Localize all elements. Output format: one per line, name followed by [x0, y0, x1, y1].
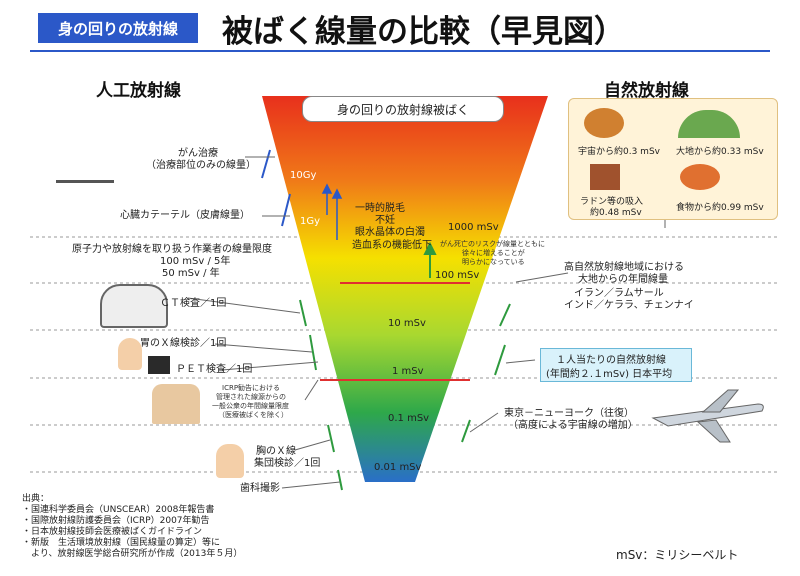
effect-cancer-risk-1: がん死亡のリスクが線量とともに: [440, 240, 545, 248]
food-icon: [680, 164, 720, 190]
effect-cancer-risk-3: 明らかになっている: [462, 258, 525, 266]
airplane-icon: [651, 389, 764, 443]
level-label: 100 mSv: [435, 270, 480, 281]
effect-arrows: [321, 183, 343, 240]
label-natural-average-1: １人当たりの自然放射線: [556, 355, 666, 366]
sources-label: 出典：: [22, 494, 50, 504]
blue-markers: [261, 149, 291, 227]
patient-icon: [118, 338, 142, 370]
source-item: ・国際放射線防護委員会（ICRP）2007年勧告: [22, 516, 210, 526]
label-cosmic-dose: 宇宙から約0.3 mSv: [578, 147, 660, 157]
label-chest-group-exam: 集団検診／1回: [254, 458, 321, 469]
label-icrp-1: ICRP勧告における: [222, 384, 281, 392]
label-food-dose: 食物から約0.99 mSv: [676, 203, 764, 213]
green-markers: [299, 299, 511, 491]
level-label: 1000 mSv: [448, 222, 499, 233]
label-natural-average-2: (年間約２.１mSv) 日本平均: [546, 369, 673, 380]
source-item: より、放射線医学総合研究所が作成（2013年５月）: [22, 549, 243, 559]
label-flight-cosmic-increase: （高度による宇宙線の増加）: [508, 420, 638, 431]
label-high-background-2: 大地からの年間線量: [578, 274, 668, 285]
level-label: 0.01 mSv: [374, 462, 422, 473]
pet-image-icon: [148, 356, 170, 374]
label-icrp-3: 一般公衆の年間線量限度: [212, 402, 289, 410]
house-icon: [590, 164, 620, 190]
level-label: 10 mSv: [388, 318, 426, 329]
funnel-shape: [262, 96, 548, 482]
label-high-background-1: 高自然放射線地域における: [564, 262, 684, 273]
planet-icon: [584, 108, 624, 138]
label-dental-xray: 歯科撮影: [240, 483, 280, 494]
effect-hematopoietic: 造血系の機能低下: [352, 240, 432, 251]
label-ct-scan: ＣＴ検査／1回: [160, 298, 227, 309]
label-icrp-2: 管理された線源からの: [216, 393, 286, 401]
label-cancer-therapy: がん治療: [178, 148, 218, 159]
label-worker-5y: 100 mSv / 5年: [160, 256, 231, 267]
natural-section-title: 自然放射線: [604, 81, 689, 101]
level-label: 1 mSv: [392, 366, 424, 377]
effect-infertility: 不妊: [375, 215, 395, 226]
page-title: 被ばく線量の比較（早見図）: [222, 14, 625, 50]
label-radon: ラドン等の吸入: [580, 197, 644, 207]
header-divider: [30, 50, 770, 52]
level-label: 1Gy: [300, 216, 321, 227]
label-india-kerala: インド／ケララ、チェンナイ: [564, 300, 694, 311]
leader-lines: [187, 156, 666, 489]
japan-average-box: [540, 348, 692, 382]
ct-scanner-icon: [100, 284, 168, 328]
level-label: 10Gy: [290, 170, 317, 181]
label-worker-limit: 原子力や放射線を取り扱う作業者の線量限度: [72, 244, 272, 255]
label-iran-ramsar: イラン／ラムサール: [574, 288, 664, 299]
artificial-section-title: 人工放射線: [96, 81, 181, 101]
source-item: ・日本放射線技師会医療被ばくガイドライン: [22, 527, 203, 537]
label-cancer-therapy-note: （治療部位のみの線量）: [146, 160, 256, 171]
source-item: ・国連科学委員会（UNSCEAR）2008年報告書: [22, 505, 215, 515]
label-radon-dose: 約0.48 mSv: [590, 208, 642, 218]
label-worker-1y: 50 mSv / 年: [162, 268, 220, 279]
label-ground-dose: 大地から約0.33 mSv: [676, 147, 764, 157]
effect-cataract: 眼水晶体の白濁: [355, 227, 425, 238]
label-icrp-4: （医療被ばくを除く）: [218, 411, 288, 419]
label-stomach-xray: 胃のＸ線検診／1回: [140, 338, 227, 349]
effect-cancer-risk-2: 徐々に増えることが: [462, 249, 525, 257]
label-chest-xray: 胸のＸ線: [256, 446, 296, 457]
source-item: ・新版 生活環境放射線（国民線量の算定）等に: [22, 538, 221, 548]
label-pet-scan: ＰＥＴ検査／1回: [176, 364, 253, 375]
effect-hair-loss: 一時的脱毛: [355, 203, 405, 214]
unit-legend: mSv：ミリシーベルト: [616, 548, 739, 562]
funnel-title: 身の回りの放射線被ばく: [302, 96, 504, 122]
label-flight-tokyo-ny: 東京－ニューヨーク（往復）: [504, 408, 634, 419]
chest-xray-patient-icon: [216, 444, 244, 478]
cancer-risk-arrow: [423, 241, 437, 278]
label-cardiac-catheter: 心臓カテーテル（皮膚線量）: [120, 210, 250, 221]
level-label: 0.1 mSv: [388, 413, 430, 424]
family-icon: [152, 384, 200, 424]
radiotherapy-machine-icon: [56, 136, 114, 183]
header-tag: 身の回りの放射線: [38, 13, 198, 43]
